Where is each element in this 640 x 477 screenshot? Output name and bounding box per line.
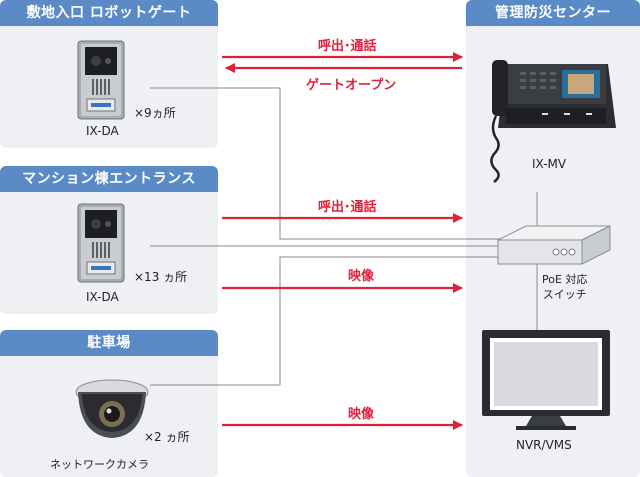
switch-label: PoE 対応 スイッチ <box>542 273 588 301</box>
desk-phone-monitor-icon <box>490 60 616 183</box>
cable-camera <box>150 256 500 386</box>
dome-camera-icon <box>75 379 149 438</box>
camera-count: ×2 ヵ所 <box>144 430 190 444</box>
nvr-label: NVR/VMS <box>516 438 572 452</box>
camera-label: ネットワークカメラ <box>50 458 149 471</box>
arrow-gate-open-label: ゲートオープン <box>306 78 397 93</box>
arrow-call1-label: 呼出･通話 <box>318 39 377 54</box>
lcd-monitor-icon <box>482 330 610 430</box>
arrow-video1-label: 映像 <box>348 269 375 284</box>
mansion-device-count: ×13 ヵ所 <box>134 270 188 284</box>
cable-gate <box>150 87 500 240</box>
gate-device-count: ×9ヵ所 <box>134 106 176 120</box>
mansion-panel-title: マンション棟エントランス <box>0 166 218 192</box>
arrow-video2-label: 映像 <box>348 407 375 422</box>
arrow-call2-label: 呼出･通話 <box>318 200 377 215</box>
mansion-panel: マンション棟エントランス <box>0 166 218 314</box>
intercom-door-station-icon <box>77 203 125 283</box>
ixmv-label: IX-MV <box>532 157 567 171</box>
gate-panel-title: 敷地入口 ロボットゲート <box>0 0 218 26</box>
gate-panel: 敷地入口 ロボットゲート <box>0 0 218 148</box>
network-switch-icon <box>497 225 611 265</box>
parking-panel-title: 駐車場 <box>0 330 218 356</box>
center-panel-title: 管理防災センター <box>466 0 640 26</box>
gate-device-label: IX-DA <box>86 124 119 138</box>
intercom-door-station-icon <box>77 40 125 120</box>
mansion-device-label: IX-DA <box>86 290 119 304</box>
